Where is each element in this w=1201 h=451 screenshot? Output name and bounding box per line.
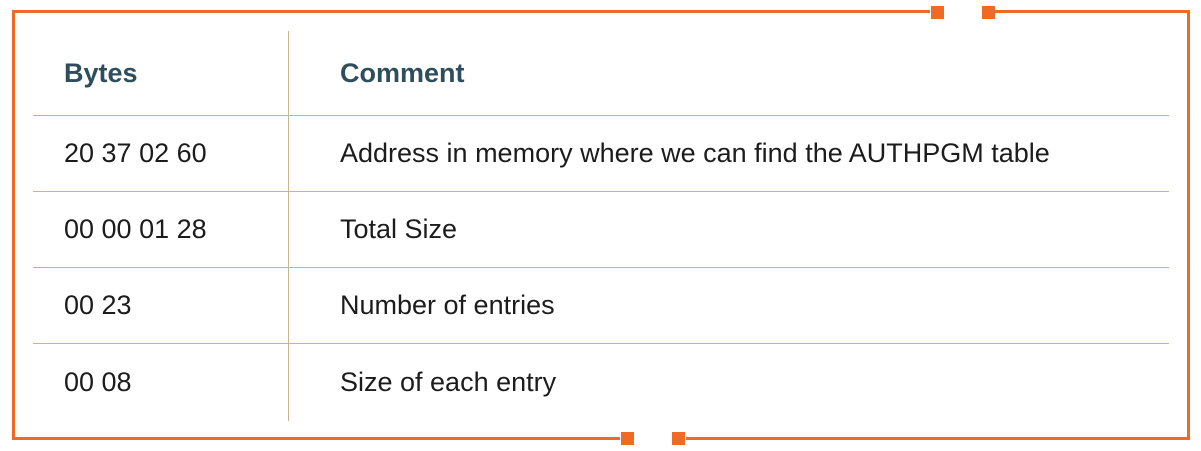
- frame-right-line: [1187, 10, 1190, 440]
- table-row: 00 08 Size of each entry: [33, 344, 1169, 421]
- frame-bottom-square-left: [621, 432, 634, 445]
- header-bytes: Bytes: [64, 57, 138, 88]
- row-comment: Total Size: [340, 214, 458, 244]
- table-row: 20 37 02 60 Address in memory where we c…: [33, 116, 1169, 192]
- frame-bottom-square-right: [672, 432, 685, 445]
- frame-top-square-right: [982, 6, 995, 19]
- table-row: 00 23 Number of entries: [33, 268, 1169, 344]
- row-bytes: 20 37 02 60: [64, 138, 207, 168]
- header-comment: Comment: [340, 57, 465, 88]
- row-bytes: 00 23: [64, 290, 132, 320]
- frame-bottom-right-line: [686, 437, 1190, 440]
- frame-bottom-left-line: [12, 437, 620, 440]
- frame-left-line: [12, 10, 15, 440]
- row-comment: Number of entries: [340, 290, 555, 320]
- row-bytes: 00 08: [64, 367, 132, 397]
- frame-top-left-line: [12, 10, 930, 13]
- frame-top-right-line: [994, 10, 1190, 13]
- row-comment: Address in memory where we can find the …: [340, 138, 1050, 168]
- frame-top-square-left: [931, 6, 944, 19]
- table-header-row: Bytes Comment: [33, 31, 1169, 116]
- row-comment: Size of each entry: [340, 367, 557, 397]
- table-row: 00 00 01 28 Total Size: [33, 192, 1169, 268]
- bytes-comment-table: Bytes Comment 20 37 02 60 Address in mem…: [33, 31, 1169, 421]
- column-divider: [288, 31, 289, 421]
- row-bytes: 00 00 01 28: [64, 214, 207, 244]
